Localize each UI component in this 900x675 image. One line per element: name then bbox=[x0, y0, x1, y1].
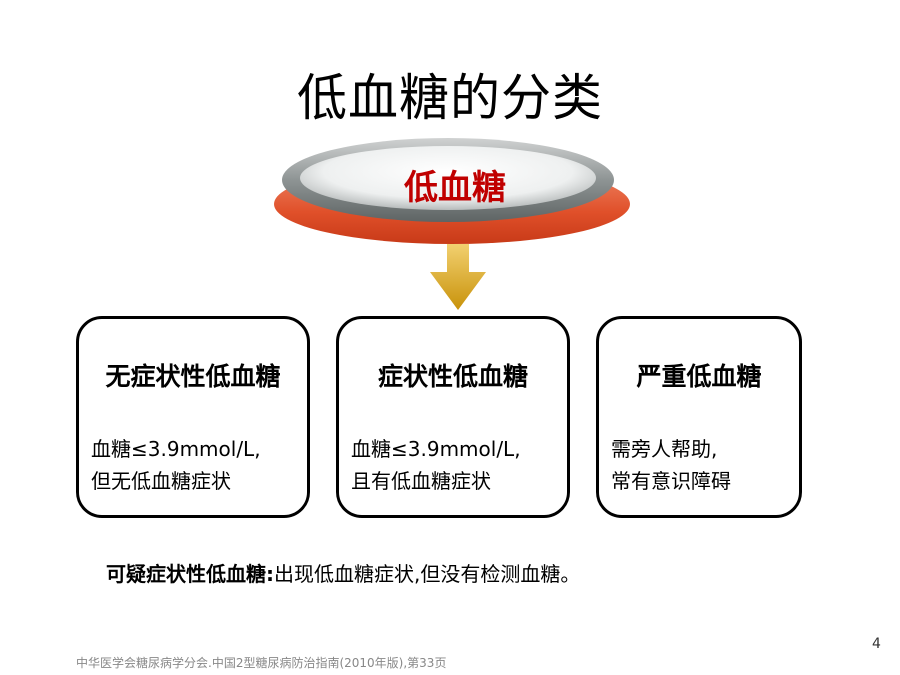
note-label: 可疑症状性低血糖: bbox=[106, 562, 274, 586]
box-title: 无症状性低血糖 bbox=[105, 362, 281, 391]
box-line: 血糖≤3.9mmol/L, bbox=[351, 437, 521, 461]
center-ellipse: 低血糖 bbox=[270, 136, 640, 256]
page-number: 4 bbox=[872, 636, 881, 652]
box-line: 常有意识障碍 bbox=[611, 469, 731, 493]
box-line: 需旁人帮助, bbox=[611, 437, 718, 461]
box-line: 血糖≤3.9mmol/L, bbox=[91, 437, 261, 461]
box-line: 且有低血糖症状 bbox=[351, 469, 491, 493]
page-title: 低血糖的分类 bbox=[297, 69, 603, 127]
box-body: 需旁人帮助, 常有意识障碍 bbox=[611, 433, 791, 497]
box-asymptomatic: 无症状性低血糖 血糖≤3.9mmol/L, 但无低血糖症状 bbox=[76, 316, 310, 518]
note-text: 出现低血糖症状,但没有检测血糖。 bbox=[274, 562, 581, 586]
ellipse-inner bbox=[300, 146, 596, 210]
down-arrow-icon bbox=[428, 244, 488, 318]
box-body: 血糖≤3.9mmol/L, 且有低血糖症状 bbox=[351, 433, 559, 497]
box-line: 但无低血糖症状 bbox=[91, 469, 231, 493]
box-severe: 严重低血糖 需旁人帮助, 常有意识障碍 bbox=[596, 316, 802, 518]
box-title: 症状性低血糖 bbox=[377, 362, 528, 391]
center-label: 低血糖 bbox=[404, 168, 506, 208]
ellipse-graphic bbox=[274, 138, 630, 244]
suspected-note: 可疑症状性低血糖:出现低血糖症状,但没有检测血糖。 bbox=[106, 558, 580, 587]
box-symptomatic: 症状性低血糖 血糖≤3.9mmol/L, 且有低血糖症状 bbox=[336, 316, 570, 518]
footer-citation: 中华医学会糖尿病学分会.中国2型糖尿病防治指南(2010年版),第33页 bbox=[76, 656, 447, 670]
box-body: 血糖≤3.9mmol/L, 但无低血糖症状 bbox=[91, 433, 299, 497]
box-title: 严重低血糖 bbox=[636, 362, 762, 391]
